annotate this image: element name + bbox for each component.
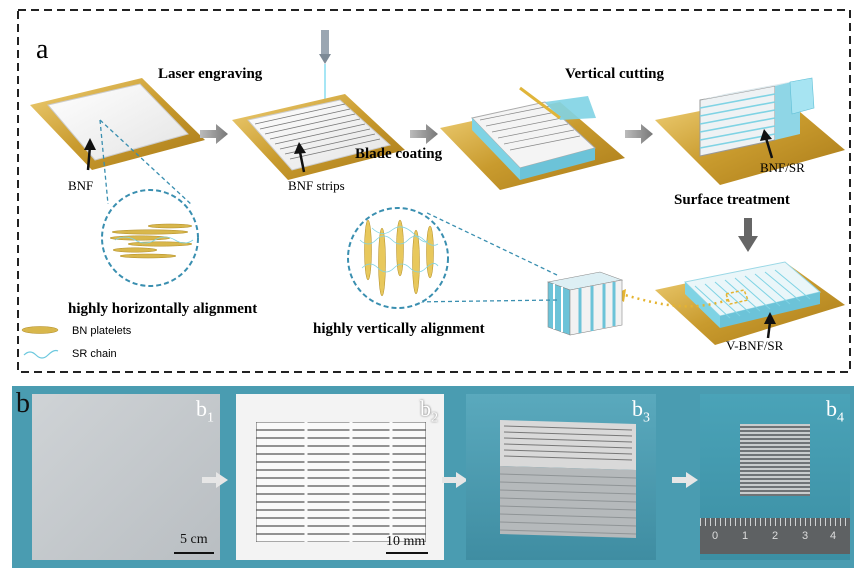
photo-b2-label: b2 [420,396,438,426]
ruler-tick-1: 1 [742,530,749,542]
bnf-pointer-head [84,138,96,150]
vbnf-pointer [766,321,772,339]
panel-a-schematic: a BNF highly horizontally alignment BN p… [17,9,851,373]
zoom-arrow-path [624,293,729,308]
horizontal-alignment-label: highly horizontally alignment [68,301,257,317]
panel-b-label: b [16,388,30,419]
strips-pointer [298,151,306,173]
surface-treatment-label: Surface treatment [674,192,790,208]
vbnf-sr-plate [655,261,845,345]
panel-a-frame [17,9,851,373]
schematic-canvas: a BNF highly horizontally alignment BN p… [17,9,851,373]
vertical-structure-cube [546,271,624,336]
bn-platelet-legend-icon [21,326,59,334]
arrow-icon [200,124,228,144]
vbnf-pointer-head [764,312,776,324]
photo-b1-scale: 5 cm [180,532,208,547]
engraved-sheet [232,94,405,180]
photo-b3-stacked-block: b3 [466,394,656,560]
ruler-tick-0: 0 [712,530,719,542]
photo-b3-label: b3 [632,396,650,426]
strip-pattern [256,422,426,542]
bnf-sr-pointer-head [760,129,772,141]
horizontal-alignment-zoom [101,189,199,287]
arrow-icon [410,124,438,144]
arrow-icon [672,472,698,488]
vertical-alignment-zoom [347,207,449,309]
laser-engraving-label: Laser engraving [158,66,263,82]
coated-stack [440,86,625,190]
photo-b1-label: b1 [196,396,214,426]
zoom-line-right-2 [409,299,558,303]
strips-label: BNF strips [288,178,345,193]
arrow-icon [202,472,228,488]
sr-chain-legend-icon [23,349,59,359]
photo-b1-bnf-sheet: b1 5 cm [32,394,220,560]
bnf-sheet [30,78,205,170]
arrow-down-icon [738,218,758,252]
ruler-tick-2: 2 [772,530,779,542]
arrow-icon [442,472,468,488]
panel-a-label: a [36,34,49,65]
blade-coating-label: Blade coating [355,146,443,162]
vbnf-sr-label: V-BNF/SR [726,338,784,353]
legend-chain-label: SR chain [72,348,117,360]
arrow-icon [625,124,653,144]
bnf-label: BNF [68,178,93,193]
vbnf-sample-image [740,424,810,496]
bnf-sr-pointer [764,137,774,159]
zoom-line-left-1 [99,119,109,205]
scale-bar [174,552,214,554]
ruler-tick-3: 3 [802,530,809,542]
strips-pointer-head [294,142,306,154]
vertical-alignment-label: highly vertically alignment [313,321,485,337]
zoom-line-left-2 [424,211,558,276]
bnf-sr-block [655,77,845,185]
photo-b4-label: b4 [826,396,844,426]
photo-b4-vbnf-sample: b4 0 1 2 3 4 [700,394,850,560]
panel-b-photos: b b1 5 cm b2 10 mm b3 [12,386,854,568]
vertical-cutting-label: Vertical cutting [565,66,665,82]
photo-b2-scale: 10 mm [386,534,426,549]
ruler-tick-4: 4 [830,530,837,542]
stacked-block-image [499,420,637,538]
legend-platelets-label: BN platelets [72,325,132,337]
photo-b2-engraved-strips: b2 10 mm [236,394,444,560]
laser-head-icon [319,30,331,105]
scale-bar [386,552,428,554]
bnf-sr-label: BNF/SR [760,160,805,175]
ruler: 0 1 2 3 4 [700,518,850,554]
